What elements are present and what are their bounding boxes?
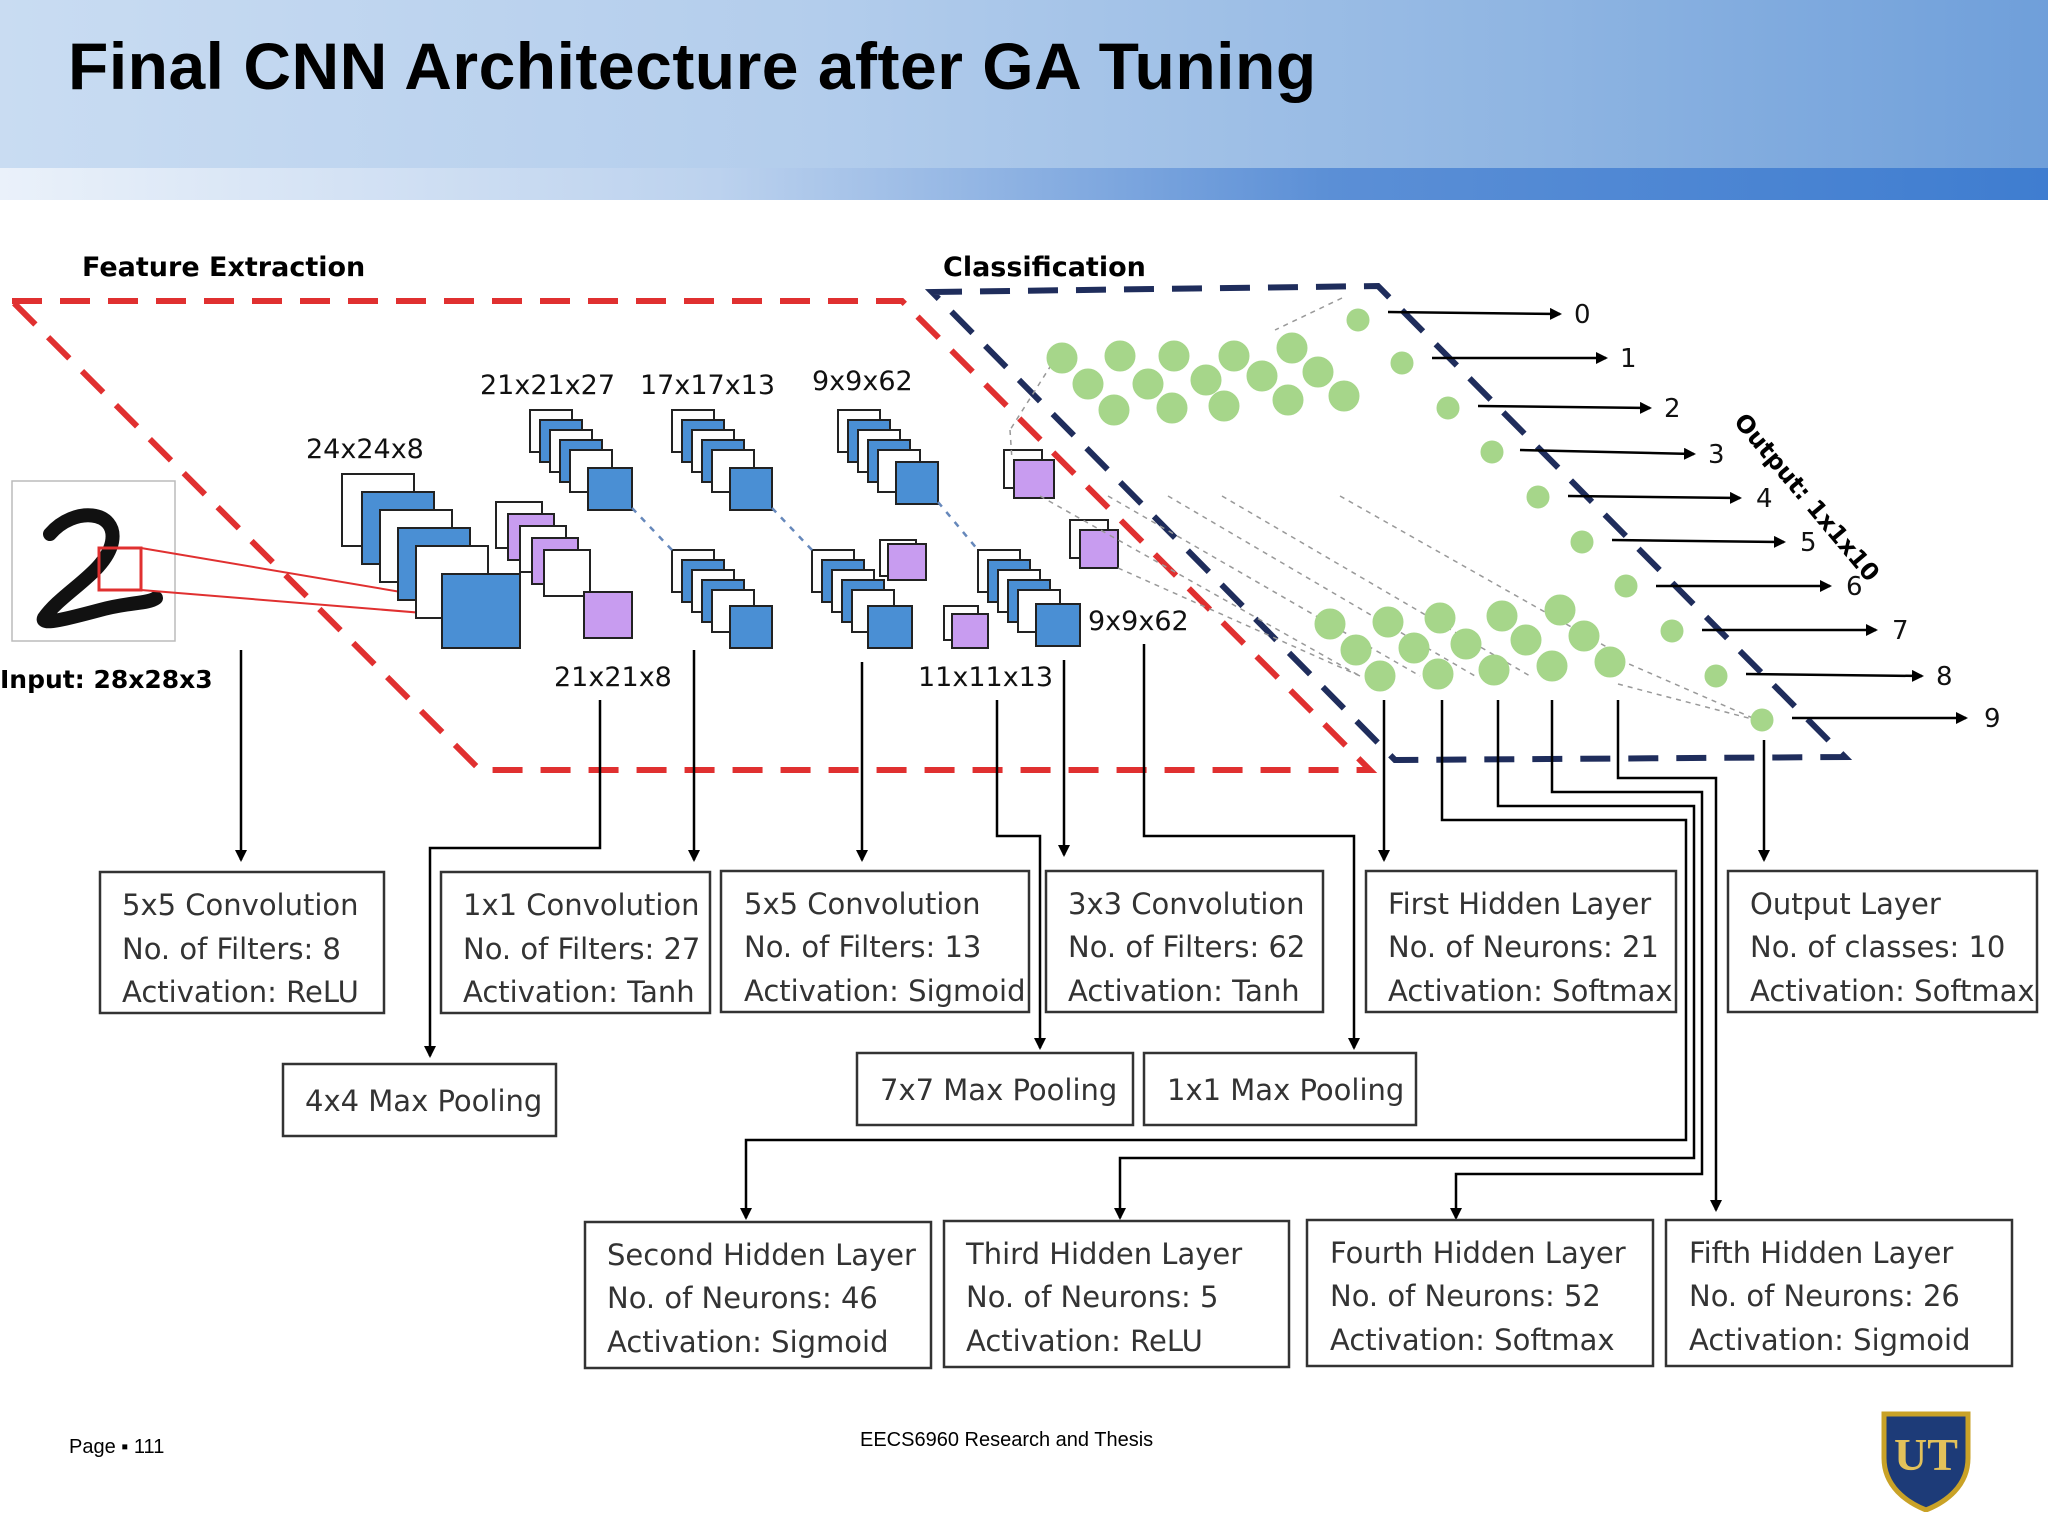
class-label-0: 0 [1574, 300, 1591, 330]
hidden1-box: First Hidden Layer No. of Neurons: 21 Ac… [1364, 869, 1678, 1014]
output-class-labels: 0 1 2 3 4 5 6 7 8 9 [1574, 300, 2001, 734]
hidden2-neurons: No. of Neurons: 46 [607, 1281, 878, 1315]
conv1-box: 5x5 Convolution No. of Filters: 8 Activa… [98, 870, 386, 1015]
page-number: Page ▪ 111 [69, 1436, 165, 1458]
class-label-6: 6 [1846, 572, 1863, 602]
pool2-box: 7x7 Max Pooling [855, 1051, 1135, 1127]
feature-map-stack-9x9x62-top [837, 409, 939, 505]
pooled-maps-9x9x62 [1003, 449, 1119, 569]
classification-region [924, 282, 1853, 764]
tensor-label-24x24x8: 24x24x8 [306, 434, 424, 465]
feature-map-stack-row2-a [671, 549, 773, 649]
hidden4-box: Fourth Hidden Layer No. of Neurons: 52 A… [1305, 1218, 1655, 1368]
slide-title: Final CNN Architecture after GA Tuning [68, 29, 1317, 103]
hidden1-activation: Activation: Softmax [1388, 974, 1673, 1008]
hidden4-neurons: No. of Neurons: 52 [1330, 1279, 1601, 1313]
input-label: Input: 28x28x3 [0, 665, 213, 694]
neural-network [1009, 297, 1774, 732]
hidden3-neurons: No. of Neurons: 5 [966, 1280, 1218, 1314]
feature-map-stack-21x21x27-top [529, 409, 633, 511]
class-label-7: 7 [1892, 616, 1909, 646]
conv4-activation: Activation: Tanh [1068, 974, 1300, 1008]
output-classes: No. of classes: 10 [1750, 930, 2005, 964]
tensor-label-9x9x62-top: 9x9x62 [812, 366, 913, 397]
conv4-box: 3x3 Convolution No. of Filters: 62 Activ… [1044, 869, 1325, 1014]
hidden2-activation: Activation: Sigmoid [607, 1325, 889, 1359]
conv1-activation: Activation: ReLU [122, 975, 359, 1009]
hidden5-neurons: No. of Neurons: 26 [1689, 1279, 1960, 1313]
hidden5-activation: Activation: Sigmoid [1689, 1323, 1971, 1357]
hidden4-activation: Activation: Softmax [1330, 1323, 1615, 1357]
output-title: Output Layer [1750, 887, 1941, 921]
feature-map-stack-21x21x8 [495, 501, 633, 639]
feature-map-stack-24x24x8 [341, 473, 521, 649]
feature-extraction-label: Feature Extraction [82, 252, 365, 283]
conv4-filters: No. of Filters: 62 [1068, 930, 1305, 964]
hidden2-title: Second Hidden Layer [607, 1238, 916, 1272]
hidden4-title: Fourth Hidden Layer [1330, 1236, 1626, 1270]
neuron [1046, 342, 1078, 374]
class-label-9: 9 [1984, 704, 2001, 734]
layer-connectors [235, 644, 1770, 1220]
hidden5-box: Fifth Hidden Layer No. of Neurons: 26 Ac… [1664, 1218, 2014, 1368]
tensor-label-17x17x13: 17x17x13 [640, 370, 775, 401]
tensor-label-21x21x8: 21x21x8 [554, 662, 672, 693]
hidden1-neurons: No. of Neurons: 21 [1388, 930, 1659, 964]
pool3-title: 1x1 Max Pooling [1167, 1073, 1404, 1107]
pool2-title: 7x7 Max Pooling [880, 1073, 1117, 1107]
conv4-title: 3x3 Convolution [1068, 887, 1305, 921]
conv2-filters: No. of Filters: 27 [463, 932, 700, 966]
tensor-label-11x11x13: 11x11x13 [918, 662, 1053, 693]
conv2-activation: Activation: Tanh [463, 975, 695, 1009]
hidden5-title: Fifth Hidden Layer [1689, 1236, 1953, 1270]
class-label-1: 1 [1620, 344, 1637, 374]
ut-shield-logo: UT [1881, 1411, 1971, 1512]
hidden1-title: First Hidden Layer [1388, 887, 1651, 921]
conv3-activation: Activation: Sigmoid [744, 974, 1026, 1008]
class-label-4: 4 [1756, 484, 1773, 514]
class-label-5: 5 [1800, 528, 1817, 558]
feature-extraction-region [4, 298, 1378, 773]
class-label-3: 3 [1708, 440, 1725, 470]
output-shape-label: Output: 1x1x10 [1728, 408, 1885, 587]
feature-map-stack-17x17x13-top [671, 409, 773, 511]
output-layer-box: Output Layer No. of classes: 10 Activati… [1726, 869, 2039, 1014]
conv1-filters: No. of Filters: 8 [122, 932, 341, 966]
classification-label: Classification [943, 252, 1146, 283]
stack-connectors [631, 501, 979, 551]
conv3-filters: No. of Filters: 13 [744, 930, 981, 964]
header-stripe [0, 168, 2048, 200]
tensor-label-21x21x27: 21x21x27 [480, 370, 615, 401]
conv3-title: 5x5 Convolution [744, 887, 981, 921]
output-arrows [1387, 307, 1968, 724]
conv1-title: 5x5 Convolution [122, 888, 359, 922]
conv2-title: 1x1 Convolution [463, 888, 700, 922]
logo-text: UT [1894, 1429, 1958, 1480]
tensor-label-9x9x62-bottom: 9x9x62 [1088, 606, 1189, 637]
output-activation: Activation: Softmax [1750, 974, 2035, 1008]
cnn-architecture-diagram: Feature Extraction Classification Input:… [0, 252, 2039, 1370]
course-name: EECS6960 Research and Thesis [860, 1429, 1154, 1451]
class-label-2: 2 [1664, 394, 1681, 424]
hidden3-activation: Activation: ReLU [966, 1324, 1203, 1358]
hidden3-title: Third Hidden Layer [965, 1237, 1242, 1271]
conv2-box: 1x1 Convolution No. of Filters: 27 Activ… [439, 870, 712, 1015]
pool1-title: 4x4 Max Pooling [305, 1084, 542, 1118]
hidden2-box: Second Hidden Layer No. of Neurons: 46 A… [583, 1220, 933, 1370]
hidden3-box: Third Hidden Layer No. of Neurons: 5 Act… [942, 1219, 1291, 1369]
conv3-box: 5x5 Convolution No. of Filters: 13 Activ… [719, 869, 1031, 1014]
class-label-8: 8 [1936, 662, 1953, 692]
pool3-box: 1x1 Max Pooling [1142, 1051, 1418, 1127]
feature-map-stack-row2-b [811, 539, 927, 649]
slide-header [0, 0, 2048, 168]
feature-map-stack-row2-c [943, 549, 1081, 649]
pool1-box: 4x4 Max Pooling [281, 1062, 558, 1138]
